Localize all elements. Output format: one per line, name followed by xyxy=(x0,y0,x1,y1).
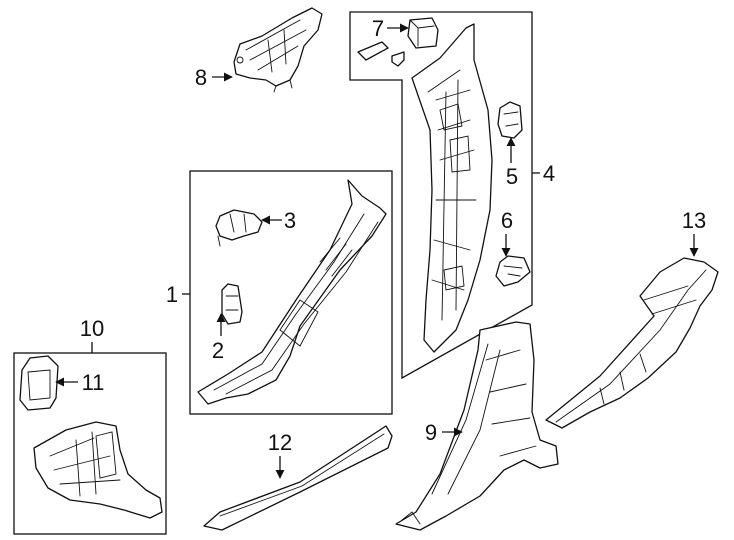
part-10-lower-trim xyxy=(33,421,163,519)
callout-5: 5 xyxy=(506,164,518,189)
callout-2: 2 xyxy=(212,338,224,363)
callout-8: 8 xyxy=(195,65,207,90)
callout-7: 7 xyxy=(372,16,384,41)
part-12-scuff-plate xyxy=(203,425,393,531)
callout-11: 11 xyxy=(82,370,105,395)
part-4-pillar-trim xyxy=(411,23,493,353)
callout-4: 4 xyxy=(543,161,555,186)
callout-10: 10 xyxy=(80,316,104,341)
part-8-bracket xyxy=(233,7,323,93)
part-5-clip xyxy=(497,101,523,139)
callout-9: 9 xyxy=(425,420,437,445)
part-9-lower-pillar-trim xyxy=(395,321,559,531)
part-6-clip xyxy=(495,255,531,287)
callout-1: 1 xyxy=(166,282,178,307)
group-box-1 xyxy=(189,170,393,415)
part-3-clip xyxy=(215,209,263,247)
group-box-10 xyxy=(13,352,167,535)
part-13-rear-scuff-plate xyxy=(545,257,719,429)
callout-6: 6 xyxy=(501,208,513,233)
part-1-pillar-trim xyxy=(197,179,387,405)
callout-3: 3 xyxy=(284,208,296,233)
group-box-4 xyxy=(349,11,533,380)
callout-12: 12 xyxy=(268,430,292,455)
part-11-cover xyxy=(19,355,59,411)
part-2-clip xyxy=(221,283,243,325)
callout-13: 13 xyxy=(682,208,706,233)
part-7-clip xyxy=(357,17,439,67)
